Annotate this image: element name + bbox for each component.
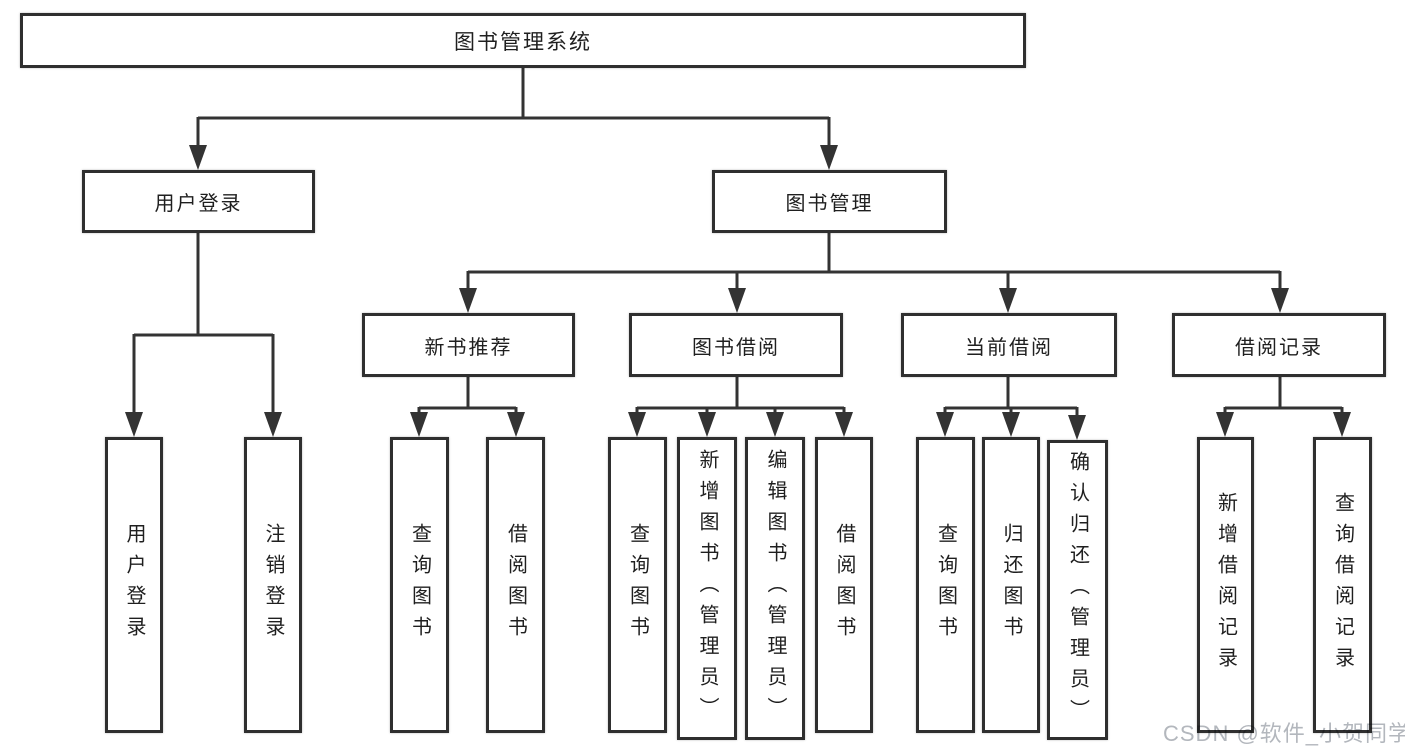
arrowhead-down-icon xyxy=(698,412,716,437)
leaf-logout: 注销登录 xyxy=(244,437,302,733)
arrowhead-down-icon xyxy=(728,288,746,313)
arrowhead-down-icon xyxy=(189,145,207,170)
node-new-book-recommend: 新书推荐 xyxy=(362,313,575,377)
leaf-add-borrow-record: 新增借阅记录 xyxy=(1197,437,1254,733)
arrowhead-down-icon xyxy=(1271,288,1289,313)
arrowhead-down-icon xyxy=(936,412,954,437)
leaf-user-login: 用户登录 xyxy=(105,437,163,733)
leaf-return-books: 归还图书 xyxy=(982,437,1040,733)
arrowhead-down-icon xyxy=(1002,412,1020,437)
arrowhead-down-icon xyxy=(999,288,1017,313)
leaf-edit-books-admin: 编辑图书（管理员） xyxy=(745,437,805,740)
arrowhead-down-icon xyxy=(1216,412,1234,437)
leaf-confirm-return-admin: 确认归还（管理员） xyxy=(1047,440,1108,740)
connector-user-login-to-leaves xyxy=(125,233,282,437)
connector-line xyxy=(132,233,275,415)
arrowhead-down-icon xyxy=(1068,415,1086,440)
leaf-query-books-borrow: 查询图书 xyxy=(608,437,667,733)
node-user-login: 用户登录 xyxy=(82,170,315,233)
connector-current-borrow-to-leaves xyxy=(936,377,1086,440)
leaf-query-books-current: 查询图书 xyxy=(916,437,975,733)
node-book-management: 图书管理 xyxy=(712,170,947,233)
connector-line xyxy=(1223,377,1344,415)
csdn-watermark: CSDN @软件_小贺同学 xyxy=(1163,721,1405,746)
connector-line xyxy=(417,377,518,415)
arrowhead-down-icon xyxy=(820,145,838,170)
connector-line xyxy=(943,377,1079,418)
arrowhead-down-icon xyxy=(507,412,525,437)
arrowhead-down-icon xyxy=(835,412,853,437)
connector-borrow-records-to-leaves xyxy=(1216,377,1351,437)
connector-new-book-recommend-to-leaves xyxy=(410,377,525,437)
connector-line xyxy=(466,233,1282,291)
connector-book-management-to-level3 xyxy=(459,233,1289,313)
arrowhead-down-icon xyxy=(264,412,282,437)
arrowhead-down-icon xyxy=(1333,412,1351,437)
leaf-borrow-books: 借阅图书 xyxy=(815,437,873,733)
connector-root-to-level2 xyxy=(189,66,838,170)
leaf-query-books-recommend: 查询图书 xyxy=(390,437,449,733)
node-borrow-records: 借阅记录 xyxy=(1172,313,1386,377)
node-root-system: 图书管理系统 xyxy=(20,13,1026,68)
connector-line xyxy=(196,66,831,148)
arrowhead-down-icon xyxy=(410,412,428,437)
arrowhead-down-icon xyxy=(459,288,477,313)
arrowhead-down-icon xyxy=(628,412,646,437)
arrowhead-down-icon xyxy=(125,412,143,437)
arrowhead-down-icon xyxy=(766,412,784,437)
node-book-borrow: 图书借阅 xyxy=(629,313,843,377)
leaf-borrow-books-recommend: 借阅图书 xyxy=(486,437,545,733)
connector-book-borrow-to-leaves xyxy=(628,377,853,437)
connector-line xyxy=(635,377,846,415)
leaf-add-books-admin: 新增图书（管理员） xyxy=(677,437,737,740)
node-current-borrow: 当前借阅 xyxy=(901,313,1117,377)
leaf-query-borrow-record: 查询借阅记录 xyxy=(1313,437,1372,733)
